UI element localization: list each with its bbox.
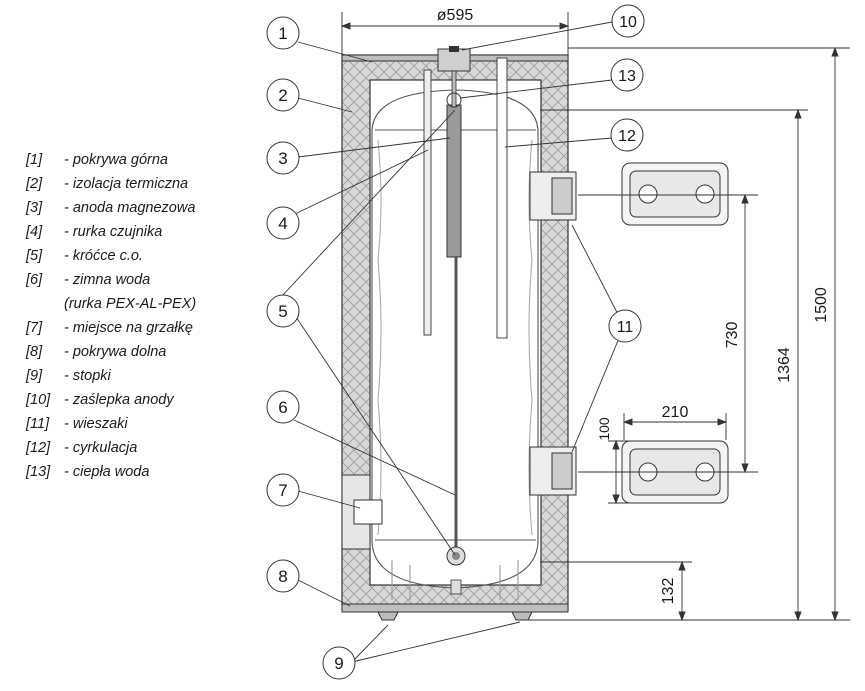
legend-item: [5] - króćce c.o. [26,244,196,268]
legend-item: [3] - anoda magnezowa [26,196,196,220]
callout-13: 13 [610,58,644,92]
callout-9: 9 [322,646,356,680]
legend-text: - miejsce na grzałkę [64,320,193,336]
legend-key: [4] [26,224,43,240]
legend-item: [12] - cyrkulacja [26,436,196,460]
tank-hangers [529,171,577,496]
dim-730: 730 [724,322,741,349]
legend-item: [2] - izolacja termiczna [26,172,196,196]
svg-text:8: 8 [278,567,287,586]
legend-key: [13] [26,464,51,480]
svg-text:9: 9 [334,654,343,673]
legend-key: [11] [26,416,50,432]
callout-5: 5 [266,294,300,328]
callout-10: 10 [611,4,645,38]
legend-key: [12] [26,440,51,456]
legend-text: - wieszaki [64,416,128,432]
legend-item: [13] - ciepła woda [26,460,196,484]
svg-text:7: 7 [278,481,287,500]
legend-text: - cyrkulacja [64,440,138,456]
legend-key: [7] [26,320,43,336]
legend-text: - króćce c.o. [64,248,143,264]
wall-brackets [621,162,729,504]
legend-key: [3] [26,200,43,216]
svg-text:4: 4 [278,214,287,233]
legend-item: [6] - zimna woda [26,268,196,292]
hot-water-outlet [446,92,462,108]
dim-1364: 1364 [776,347,793,383]
callout-11: 11 [608,309,642,343]
dim-210: 210 [662,404,689,421]
svg-text:1: 1 [278,24,287,43]
callout-8: 8 [266,559,300,593]
svg-text:12: 12 [618,128,636,145]
legend-key: [5] [26,248,43,264]
legend-item: [1] - pokrywa górna [26,148,196,172]
legend-text: - izolacja termiczna [64,176,189,192]
dim-132: 132 [660,578,677,605]
callout-2: 2 [266,78,300,112]
legend-text: - zaślepka anody [64,392,174,408]
svg-text:10: 10 [619,14,637,31]
dimension-lines [340,12,850,622]
bottom-cover [341,603,569,613]
legend-key: [6] [26,272,43,288]
legend-text: - anoda magnezowa [64,200,196,216]
svg-text:6: 6 [278,398,287,417]
svg-text:13: 13 [618,68,636,85]
inner-vessel [371,89,539,600]
legend-item: (rurka PEX-AL-PEX) [26,292,196,316]
svg-text:2: 2 [278,86,287,105]
feet [377,611,533,621]
circulation-tube [496,57,508,339]
legend-text: - stopki [64,368,111,384]
legend-key: [2] [26,176,43,192]
legend-item: [4] - rurka czujnika [26,220,196,244]
legend-text: - zimna woda [64,272,151,288]
legend-text: - pokrywa dolna [64,344,167,360]
legend-key: [9] [26,368,43,384]
callout-4: 4 [266,206,300,240]
leader-lines [281,21,625,663]
legend-item: [11] - wieszaki [26,412,196,436]
legend: [1] - pokrywa górna [2] - izolacja termiczn… [26,148,196,484]
dim-1500: 1500 [813,287,830,323]
legend-item: [9] - stopki [26,364,196,388]
callout-6: 6 [266,390,300,424]
legend-key: [1] [26,152,43,168]
svg-text:11: 11 [617,319,634,336]
sensor-tube [423,69,432,336]
legend-key: [10] [26,392,51,408]
magnesium-anode [446,104,462,258]
callout-7: 7 [266,473,300,507]
callout-12: 12 [610,118,644,152]
svg-text:3: 3 [278,149,287,168]
legend-text: (rurka PEX-AL-PEX) [64,296,197,312]
legend-item: [7] - miejsce na grzałkę [26,316,196,340]
legend-text: - pokrywa górna [64,152,168,168]
svg-text:5: 5 [278,302,287,321]
legend-key: [8] [26,344,43,360]
callout-1: 1 [266,16,300,50]
dim-100: 100 [596,417,612,441]
legend-text: - ciepła woda [64,464,150,480]
anode-cap [437,48,471,72]
dim-diameter: ø595 [437,7,474,24]
legend-text: - rurka czujnika [64,224,163,240]
legend-item: [10] - zaślepka anody [26,388,196,412]
legend-item: [8] - pokrywa dolna [26,340,196,364]
callout-3: 3 [266,141,300,175]
